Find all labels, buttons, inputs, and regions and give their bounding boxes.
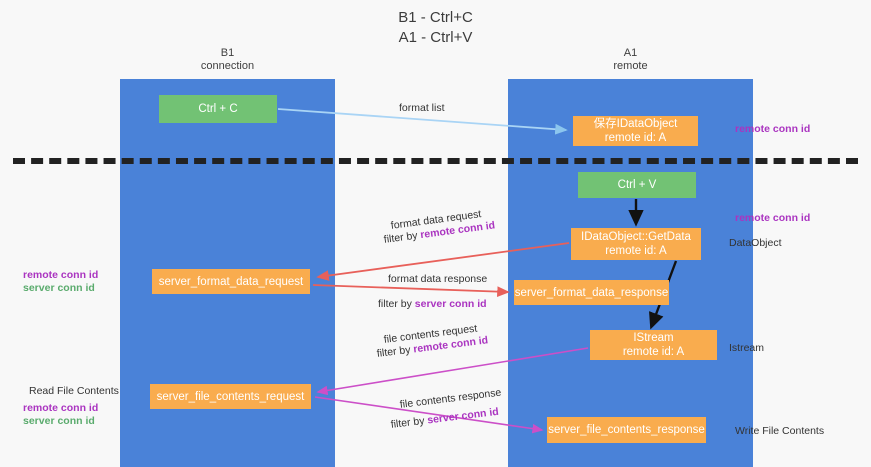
node-istream-label: IStream	[633, 332, 674, 344]
filter-prefix: filter by	[383, 229, 422, 246]
phase-separator-dashed-line	[13, 158, 858, 164]
annotation-left-read-file-contents: Read File Contents	[29, 385, 119, 397]
annotation-right-write-file-contents: Write File Contents	[735, 425, 825, 437]
annotation-left-remote-conn-id-mid: remote conn id	[23, 269, 99, 281]
node-idataobject-label: 保存IDataObject	[593, 118, 678, 130]
filter-prefix: filter by	[378, 298, 415, 310]
lane-header-a1-name: A1	[623, 47, 638, 59]
node-idataobject-getdata[interactable]: IDataObject::GetData remote id: A	[571, 228, 701, 260]
node-server-file-contents-request[interactable]: server_file_contents_request	[150, 384, 311, 409]
node-istream-sub: remote id: A	[622, 346, 685, 358]
node-server-file-contents-request-label: server_file_contents_request	[156, 390, 305, 403]
lane-header-a1: A1 remote	[508, 47, 753, 73]
node-ctrl-v-label: Ctrl + V	[617, 179, 657, 191]
filter-prefix: filter by	[376, 343, 415, 360]
node-idataobject-sub: remote id: A	[604, 132, 667, 144]
node-ctrl-v[interactable]: Ctrl + V	[578, 172, 696, 198]
node-ctrl-c[interactable]: Ctrl + C	[159, 95, 277, 123]
annotation-left-server-conn-id-mid: server conn id	[23, 282, 95, 294]
filter-key-server-conn-id: server conn id	[414, 298, 487, 310]
node-getdata-sub: remote id: A	[605, 245, 667, 257]
node-server-file-contents-response-label: server_file_contents_response	[548, 424, 705, 436]
annotation-right-remote-conn-id-mid: remote conn id	[735, 212, 811, 224]
annotation-left-conn-ids-bottom: remote conn id server conn id	[23, 402, 98, 428]
title-line-1: B1 - Ctrl+C	[398, 9, 473, 26]
node-server-format-data-response-label: server_format_data_response	[514, 286, 669, 299]
node-server-format-data-response[interactable]: server_format_data_response	[514, 280, 669, 305]
lane-header-a1-role: remote	[613, 60, 648, 72]
annotation-right-remote-conn-id-top: remote conn id	[735, 123, 811, 135]
annotation-right-istream: Istream	[729, 342, 765, 354]
node-getdata-label: IDataObject::GetData	[581, 231, 691, 243]
node-ctrl-c-label: Ctrl + C	[198, 103, 238, 115]
page-title: B1 - Ctrl+C A1 - Ctrl+V	[0, 8, 871, 48]
lane-header-b1: B1 connection	[120, 47, 335, 73]
edge-label-format-list: format list	[399, 102, 445, 114]
annotation-right-dataobject: DataObject	[729, 237, 782, 249]
lane-header-b1-name: B1	[220, 47, 235, 59]
lane-header-b1-role: connection	[200, 60, 255, 72]
title-line-2: A1 - Ctrl+V	[398, 29, 473, 46]
node-istream[interactable]: IStream remote id: A	[590, 330, 717, 360]
edge-label-format-data-response: format data response	[388, 273, 488, 285]
node-idataobject[interactable]: 保存IDataObject remote id: A	[573, 116, 698, 146]
annotation-left-conn-ids-mid: remote conn id server conn id	[23, 269, 98, 295]
annotation-left-remote-conn-id-bottom: remote conn id	[23, 402, 99, 414]
node-server-format-data-request[interactable]: server_format_data_request	[152, 269, 310, 294]
filter-prefix: filter by	[390, 414, 429, 431]
node-server-format-data-request-label: server_format_data_request	[158, 275, 304, 288]
node-server-file-contents-response[interactable]: server_file_contents_response	[547, 417, 706, 443]
edge-format-data-response	[312, 284, 510, 298]
filter-key-server-conn-id: server conn id	[426, 405, 500, 427]
annotation-left-server-conn-id-bottom: server conn id	[23, 415, 95, 427]
edge-label-format-data-response-filter: filter by server conn id	[378, 297, 487, 311]
